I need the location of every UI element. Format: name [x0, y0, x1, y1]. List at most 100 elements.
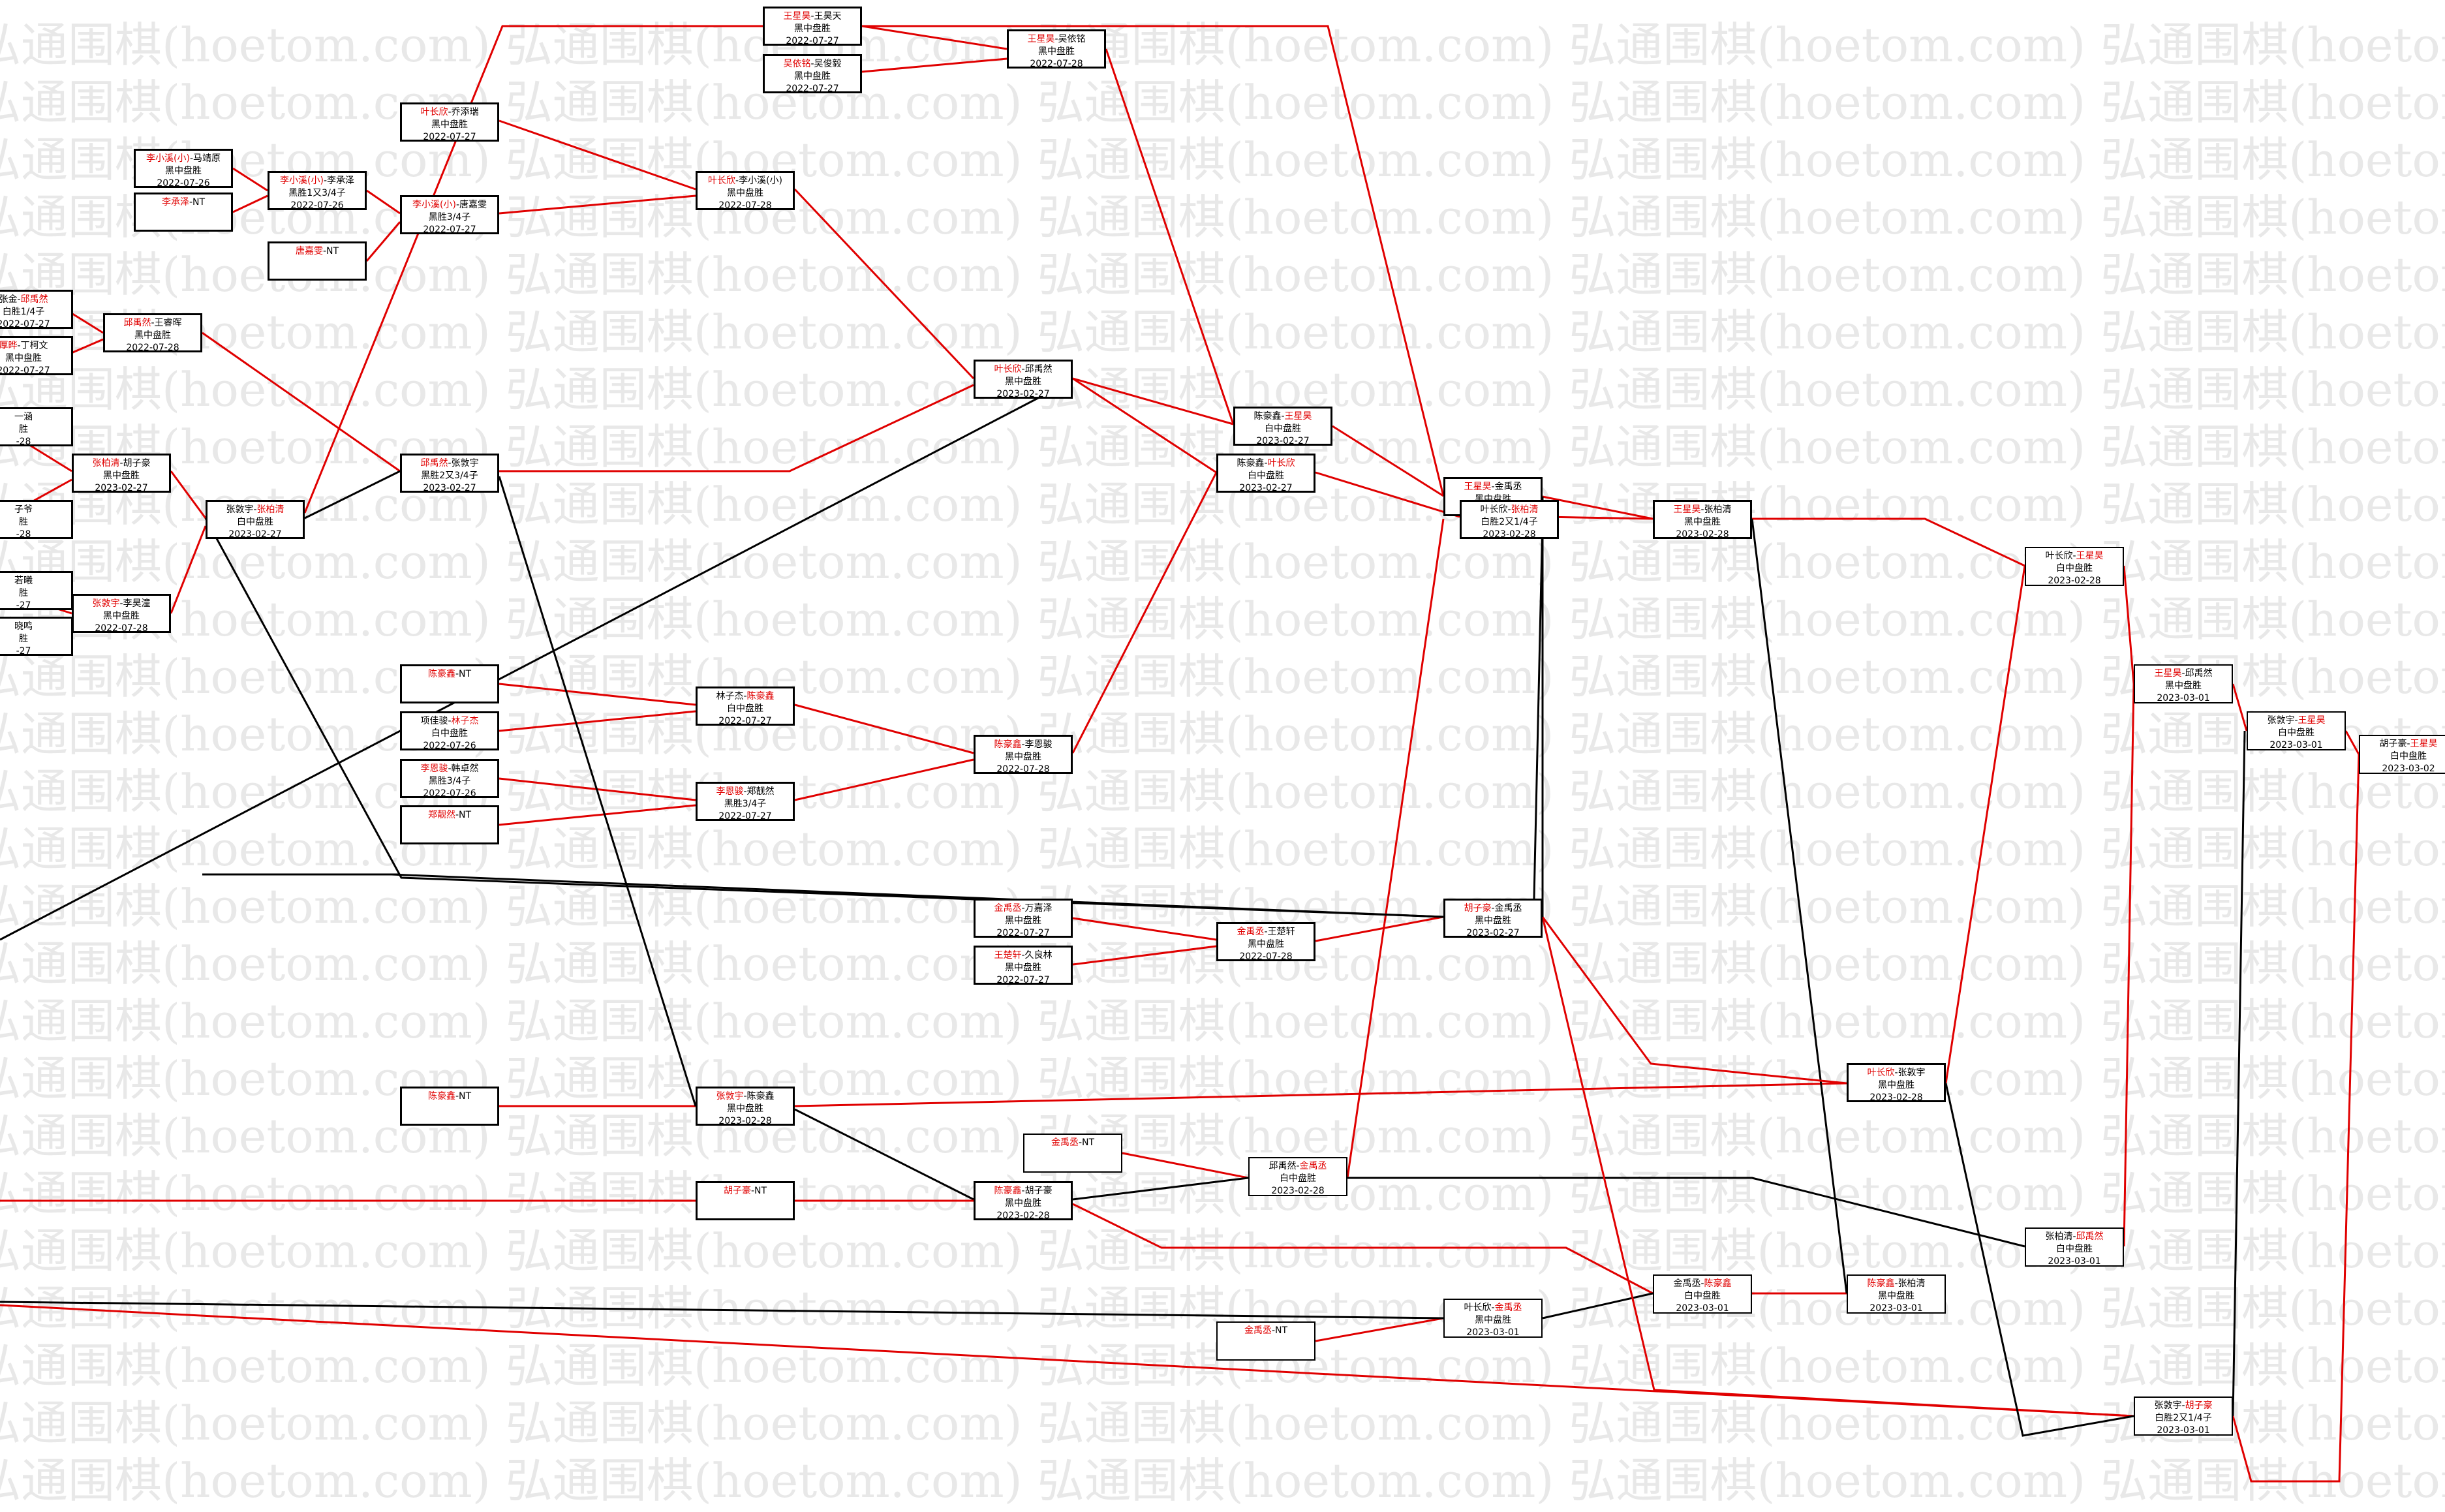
match-date: 2022-07-28 [1239, 951, 1293, 961]
match-date: 2023-02-28 [1271, 1186, 1325, 1196]
bracket-connector [303, 25, 1445, 514]
player-black: 厚晔 [0, 341, 18, 351]
match-date: 2022-07-28 [126, 343, 179, 352]
match-result: 白中盘胜 [431, 728, 468, 739]
match-result: 胜 [19, 588, 28, 598]
bracket-connector [1347, 1177, 2025, 1248]
match-players: 金禹丞-陈豪鑫 [1654, 1278, 1751, 1290]
player-white: 子爷 [14, 504, 33, 515]
match-date: -27 [16, 646, 31, 656]
bracket-connector [170, 525, 207, 614]
player-separator: - [455, 1091, 459, 1102]
match-players: 邱禹然-金禹丞 [1250, 1160, 1346, 1173]
player-black: 李恩骏 [716, 786, 744, 797]
match-date: 2022-07-28 [1030, 59, 1083, 69]
player-separator: - [322, 246, 327, 256]
match-result: 黑中盘胜 [1005, 963, 1041, 973]
match-date: -28 [16, 437, 31, 446]
player-white: 张柏清 [1704, 504, 1732, 515]
bracket-connector [2232, 730, 2246, 1417]
match-box: 胡子豪-NT [696, 1181, 795, 1220]
player-white: 张柏清 [1511, 504, 1539, 515]
player-separator: - [743, 786, 747, 797]
player-separator: - [1271, 1325, 1276, 1336]
match-box: 李承泽-NT [134, 193, 233, 232]
player-black: 陈豪鑫 [427, 1091, 455, 1102]
match-date: 2023-02-28 [2048, 576, 2101, 586]
player-white: 晓鸣 [14, 621, 33, 632]
bracket-connector [366, 189, 401, 215]
player-separator: - [1700, 504, 1704, 515]
player-black: 叶长欣 [2045, 551, 2073, 561]
player-separator: - [810, 11, 814, 22]
match-date: 2023-02-28 [718, 1116, 772, 1126]
match-date: 2023-03-01 [2157, 693, 2210, 703]
match-players: 李小溪(小)-马靖原 [136, 153, 231, 165]
player-white: NT [459, 810, 472, 820]
match-box: 金禹丞-NT [1216, 1321, 1315, 1361]
match-date: 2023-02-27 [228, 529, 282, 539]
bracket-connector [1541, 916, 2134, 1417]
player-black: 王星昊 [2154, 668, 2182, 679]
watermark-text: 弘通围棋(hoetom.com) 弘通围棋(hoetom.com) 弘通围棋(h… [0, 132, 2445, 187]
player-black: 叶长欣 [1464, 1303, 1492, 1313]
match-date: 2022-07-28 [95, 623, 148, 633]
match-players: 张敦宇-陈豪鑫 [698, 1090, 793, 1103]
player-black: 叶长欣 [1480, 504, 1508, 515]
match-date: 2023-02-27 [1466, 928, 1520, 938]
match-result: 白中盘胜 [237, 517, 273, 527]
player-separator: - [455, 669, 459, 679]
player-white: 胡子豪 [1024, 1186, 1053, 1196]
player-white: 一涵 [14, 412, 33, 422]
match-result: 白中盘胜 [2390, 751, 2427, 762]
player-white: 陈豪鑫 [1704, 1278, 1732, 1289]
bracket-connector [1315, 916, 1444, 942]
match-date: 2022-07-26 [157, 178, 210, 188]
match-result: 白中盘胜 [2278, 728, 2314, 738]
player-white: 王星昊 [2076, 551, 2104, 561]
match-players: 叶长欣-王星昊 [2026, 550, 2123, 563]
match-players: 胡子豪-金禹丞 [1445, 903, 1541, 915]
bracket-connector [499, 119, 696, 191]
match-date: 2023-02-28 [1483, 529, 1536, 539]
bracket-connector [232, 167, 268, 192]
player-white: 乔添瑞 [451, 107, 479, 117]
bracket-connector [499, 194, 696, 215]
match-date: 2023-02-27 [95, 483, 148, 493]
match-date: 2023-03-01 [2048, 1256, 2101, 1267]
match-players: 王星昊-金禹丞 [1445, 481, 1541, 493]
watermark-text: 弘通围棋(hoetom.com) 弘通围棋(hoetom.com) 弘通围棋(h… [0, 1166, 2445, 1221]
match-result: 黑中盘胜 [727, 1103, 763, 1114]
player-white: 金禹丞 [1299, 1161, 1327, 1171]
player-white: 王楚轩 [1267, 927, 1295, 937]
player-white: 邱禹然 [20, 294, 48, 305]
player-black: 金禹丞 [1244, 1325, 1272, 1336]
player-black: 张金 [0, 294, 18, 305]
match-date: 2022-07-27 [0, 319, 50, 329]
player-white: 邱禹然 [2185, 668, 2213, 679]
match-result: 黑胜3/4子 [428, 776, 471, 786]
match-result: 黑中盘胜 [103, 611, 140, 621]
match-result: 黑中盘胜 [431, 119, 468, 130]
player-black: 李恩骏 [420, 764, 448, 774]
match-players: 子爷 [0, 504, 71, 516]
player-white: NT [459, 669, 472, 679]
bracket-connector [1542, 1292, 1653, 1319]
match-players: 张柏清-胡子豪 [74, 457, 169, 470]
player-white: 张柏清 [256, 504, 284, 515]
match-players: 陈豪鑫-王星昊 [1235, 410, 1330, 423]
match-players: 若曦 [0, 575, 71, 587]
player-separator: - [448, 458, 452, 469]
player-white: 叶长欣 [1267, 458, 1295, 469]
player-black: 金禹丞 [1673, 1278, 1701, 1289]
match-players: 金禹丞-NT [1218, 1325, 1314, 1337]
player-white: 王星昊 [2298, 715, 2326, 726]
match-result: 黑胜3/4子 [724, 799, 767, 809]
